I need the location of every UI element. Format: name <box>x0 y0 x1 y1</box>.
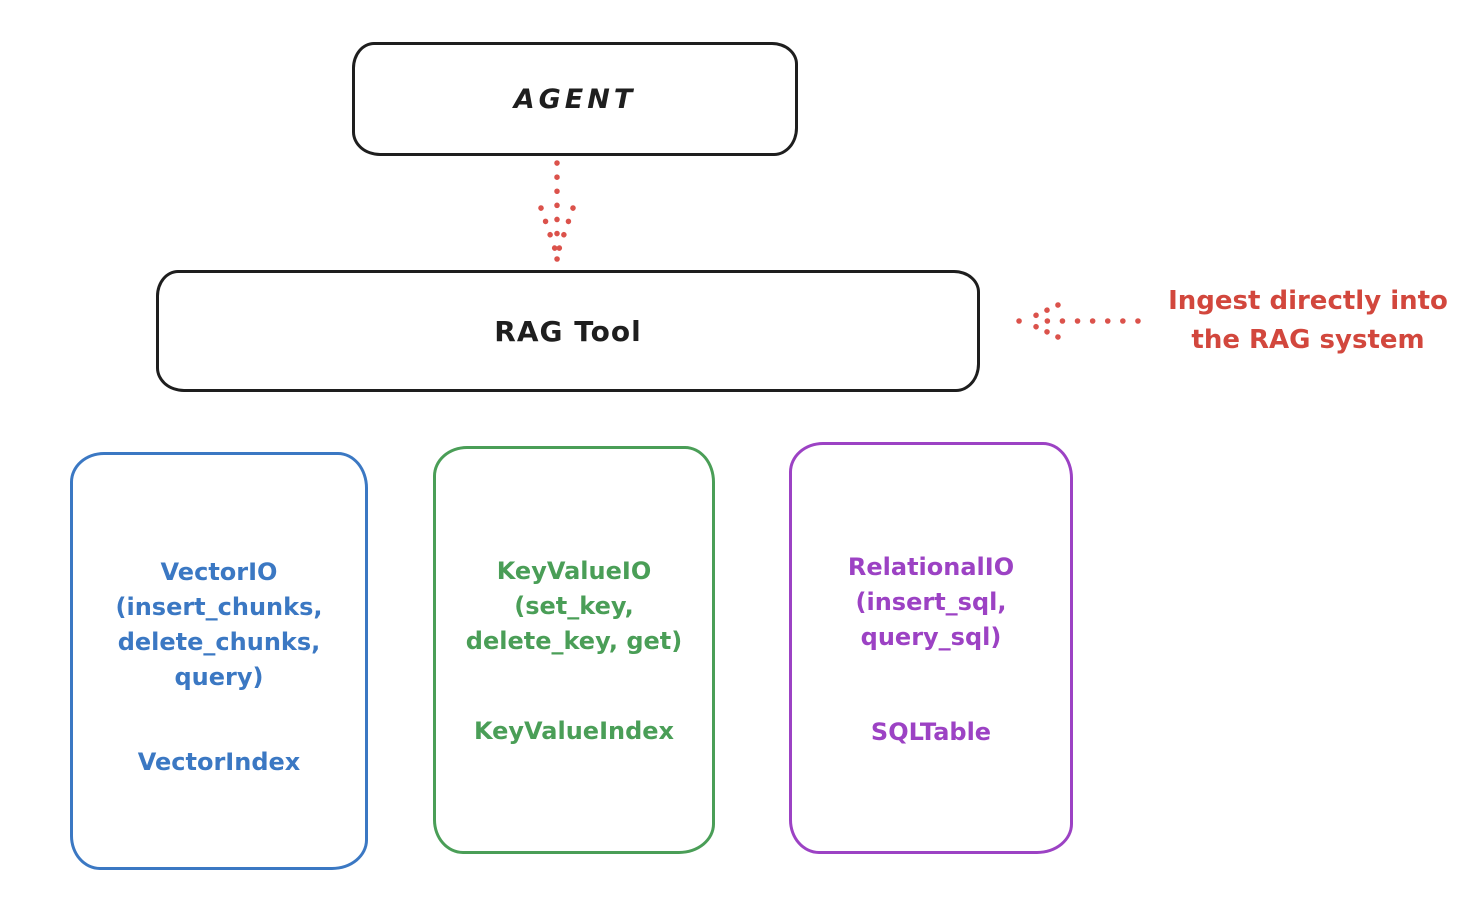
backend-box-key-value-io: KeyValueIO (set_key, delete_key, get) Ke… <box>433 446 715 854</box>
vector-io-line: delete_chunks, <box>117 628 321 656</box>
vector-index-label: VectorIndex <box>137 748 301 776</box>
rag-tool-box: RAG Tool <box>156 270 980 392</box>
relational-io-line: RelationalIO <box>847 553 1015 581</box>
relational-io-line: (insert_sql, <box>855 588 1007 616</box>
ingest-dotted-arrow-icon <box>1016 302 1141 340</box>
key-value-io-line: KeyValueIO <box>496 557 652 585</box>
key-value-io-line: (set_key, <box>514 592 634 620</box>
ingest-annotation-line1: Ingest directly into <box>1168 286 1448 316</box>
ingest-annotation: Ingest directly into the RAG system <box>1140 282 1476 360</box>
vector-io-line: query) <box>174 663 264 691</box>
ingest-annotation-line2: the RAG system <box>1191 325 1425 355</box>
agent-to-rag-dotted-arrow-icon <box>538 160 576 262</box>
vector-io-line: VectorIO <box>160 558 278 586</box>
rag-tool-label: RAG Tool <box>494 314 642 348</box>
relational-io-line: query_sql) <box>860 623 1002 651</box>
agent-box: AGENT <box>352 42 798 156</box>
vector-io-line: (insert_chunks, <box>115 593 323 621</box>
sql-table-label: SQLTable <box>870 718 992 746</box>
backend-box-relational-io: RelationalIO (insert_sql, query_sql) SQL… <box>789 442 1073 854</box>
key-value-index-label: KeyValueIndex <box>473 717 675 745</box>
key-value-io-line: delete_key, get) <box>465 627 683 655</box>
agent-label: AGENT <box>513 83 637 115</box>
backend-box-vector-io: VectorIO (insert_chunks, delete_chunks, … <box>70 452 368 870</box>
